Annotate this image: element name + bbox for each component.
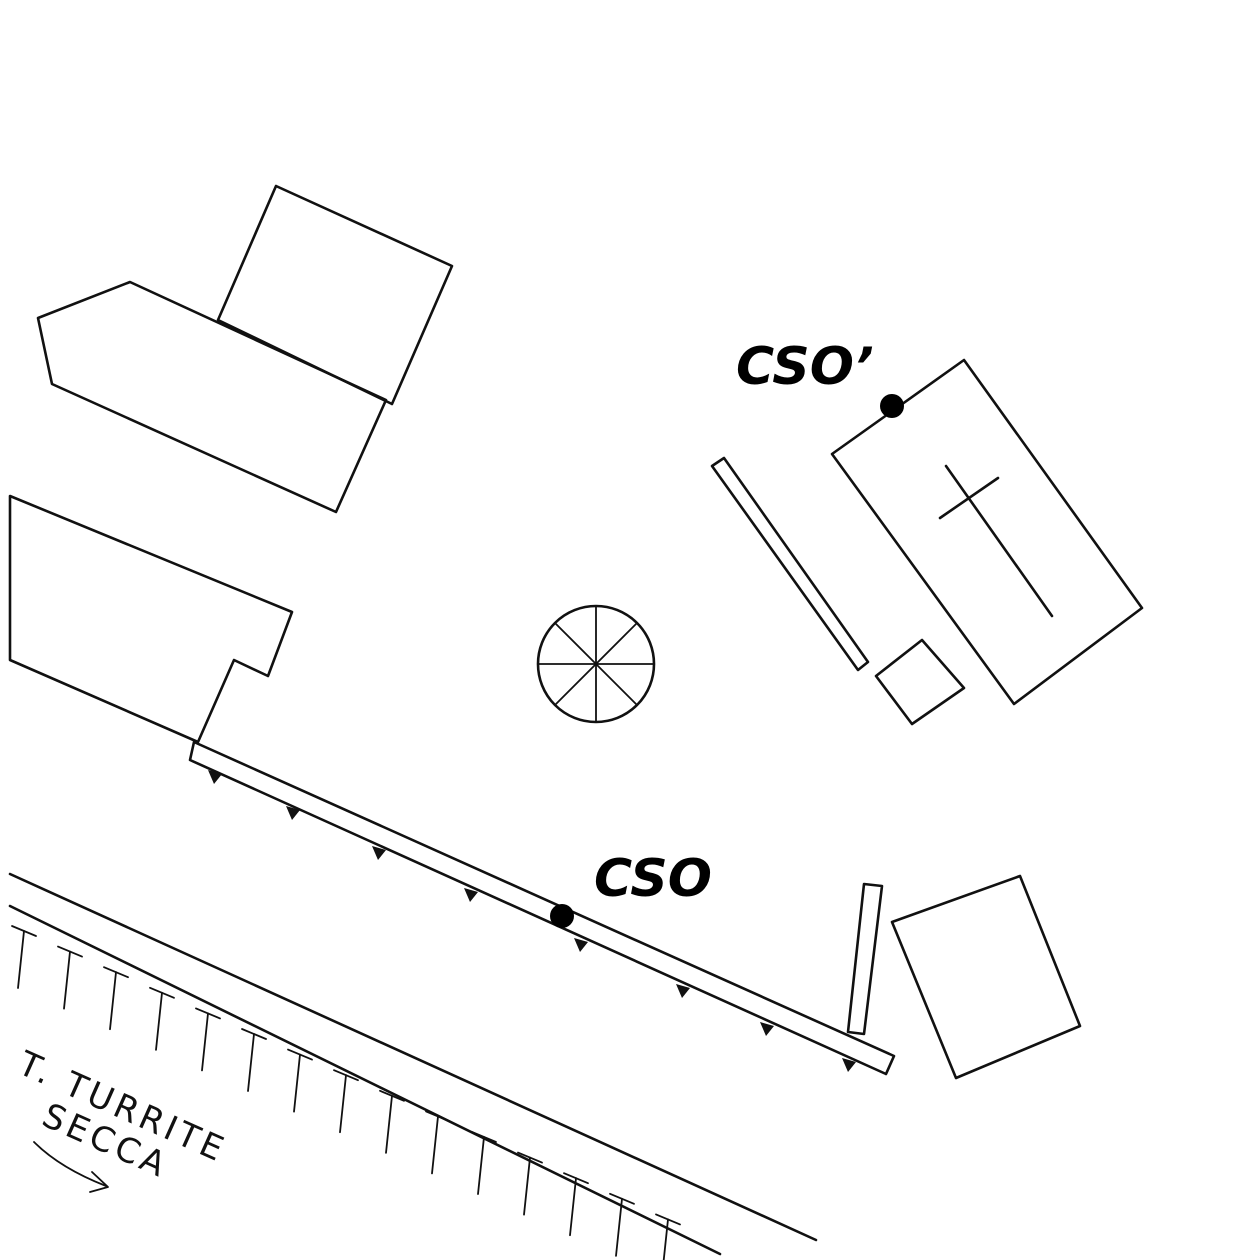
river-t-mark — [155, 991, 163, 1051]
cso-prime-point[interactable] — [880, 394, 904, 418]
cross-icon — [938, 464, 1054, 618]
river-pattern — [11, 925, 681, 1260]
river-t-mark — [569, 1177, 577, 1237]
cso-point[interactable] — [550, 904, 574, 928]
river-t-mark — [477, 1136, 485, 1195]
building-top-left-lower — [36, 280, 388, 514]
river-t-mark — [293, 1053, 301, 1113]
river-t-mark — [17, 930, 25, 989]
building-left-middle — [8, 494, 294, 744]
cso-label: CSO — [594, 849, 712, 909]
building-top-left-upper — [216, 184, 454, 406]
river-bank-upper — [8, 872, 818, 1242]
channel-markers — [208, 770, 856, 1072]
river-t-mark — [615, 1197, 623, 1257]
river-t-mark — [109, 971, 117, 1031]
river-t-mark — [63, 950, 71, 1010]
wall-strip-upper — [710, 456, 870, 672]
river-t-mark — [662, 1218, 669, 1260]
river-t-mark — [523, 1156, 531, 1216]
river-t-mark — [431, 1115, 439, 1175]
river-t-mark — [247, 1033, 255, 1092]
river-t-mark — [201, 1012, 209, 1072]
church-building — [830, 358, 1144, 706]
channel-wall — [188, 740, 896, 1076]
river-t-mark — [385, 1094, 393, 1154]
wall-strip-lower — [846, 882, 884, 1036]
fountain-icon — [536, 604, 656, 724]
river-t-mark — [339, 1074, 347, 1134]
building-bottom-right — [890, 874, 1082, 1080]
cso-prime-label: CSO’ — [736, 337, 874, 397]
river-bank-lower — [8, 904, 722, 1256]
building-small-square — [874, 638, 966, 726]
arrow-right-icon — [33, 1141, 109, 1193]
